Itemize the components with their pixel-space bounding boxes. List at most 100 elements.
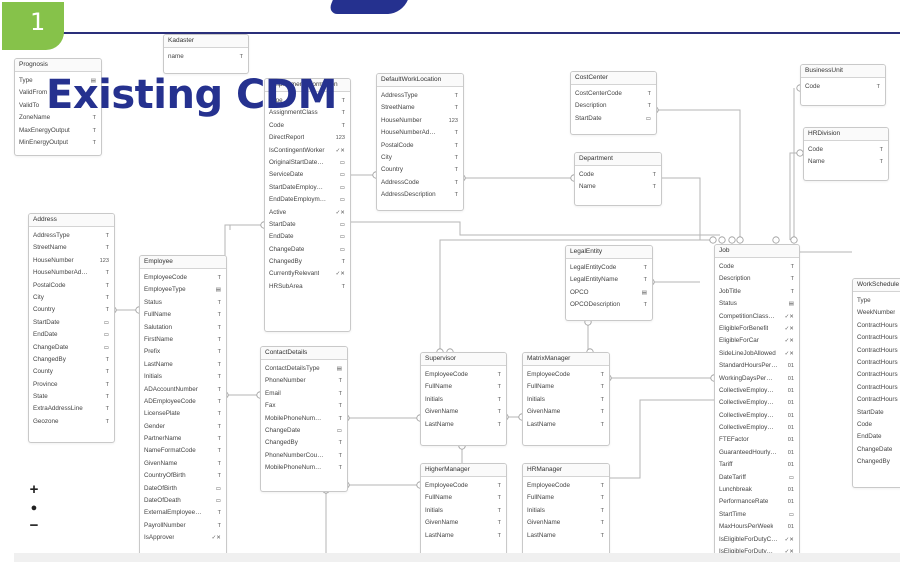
field-row[interactable]: CurrentlyRelevant✓✕ xyxy=(265,268,350,280)
field-row[interactable]: EmployeeType▤ xyxy=(140,284,226,296)
field-row[interactable]: EndDate▭ xyxy=(29,329,114,341)
field-row[interactable]: IsApprover✓✕ xyxy=(140,532,226,544)
zoom-out-button[interactable]: − xyxy=(29,517,39,534)
field-row[interactable]: ContractHours xyxy=(853,382,900,394)
field-row[interactable]: WorkingDaysPer…01 xyxy=(715,373,799,385)
field-row[interactable]: CollectiveEmploy…01 xyxy=(715,397,799,409)
field-row[interactable]: EligibleForCar✓✕ xyxy=(715,335,799,347)
field-row[interactable]: MobilePhoneNum…T xyxy=(261,462,347,474)
field-row[interactable]: ContactDetailsType▤ xyxy=(261,363,347,375)
field-row[interactable]: ChangeDate▭ xyxy=(29,342,114,354)
field-row[interactable]: DateOfDeath▭ xyxy=(140,495,226,507)
zoom-reset-button[interactable]: ● xyxy=(30,502,38,514)
field-row[interactable]: ChangedBy xyxy=(853,456,900,468)
field-row[interactable]: IsContingentWorker✓✕ xyxy=(265,145,350,157)
field-row[interactable]: IsEligibleForDutyC…✓✕ xyxy=(715,534,799,546)
field-row[interactable]: ContractHours xyxy=(853,332,900,344)
field-row[interactable]: CompetitionClass…✓✕ xyxy=(715,311,799,323)
field-row[interactable]: Status▤ xyxy=(715,298,799,310)
field-row[interactable]: WeekNumber xyxy=(853,307,900,319)
field-row[interactable]: ContractHours xyxy=(853,357,900,369)
field-row[interactable]: StartDate▭ xyxy=(571,113,656,125)
field-row[interactable]: ContractHours xyxy=(853,320,900,332)
field-row[interactable]: ContractHours xyxy=(853,394,900,406)
field-row[interactable]: PhoneNumberCou…T xyxy=(261,450,347,462)
field-row[interactable]: Type▤ xyxy=(15,75,101,87)
field-row[interactable]: GuaranteedHourly…01 xyxy=(715,447,799,459)
field-row[interactable]: StartDate▭ xyxy=(265,219,350,231)
field-row[interactable]: StartDateEmploy…▭ xyxy=(265,182,350,194)
field-row[interactable]: StartTime▭ xyxy=(715,509,799,521)
field-row[interactable]: DateOfBirth▭ xyxy=(140,483,226,495)
